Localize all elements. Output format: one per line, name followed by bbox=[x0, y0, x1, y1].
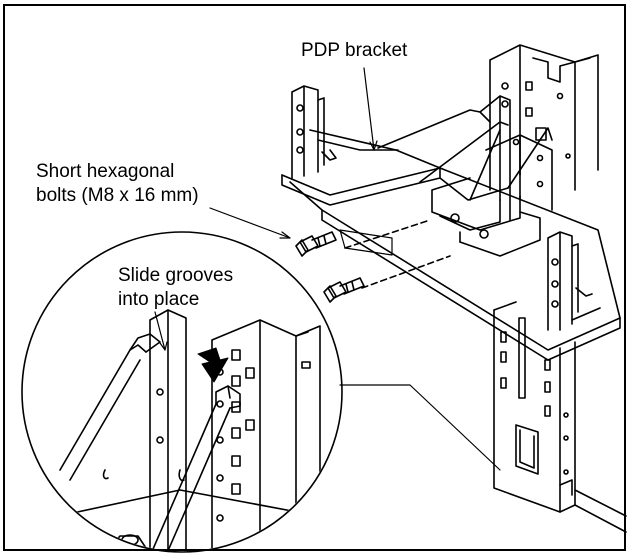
bolts-label: Short hexagonal bolts (M8 x 16 mm) bbox=[36, 160, 199, 208]
pdp-bracket bbox=[281, 85, 553, 257]
grooves-label-line2: into place bbox=[118, 289, 200, 310]
grooves-label-line1: Slide grooves bbox=[118, 265, 234, 286]
illustration-frame bbox=[3, 4, 626, 551]
bolts-label-line1: Short hexagonal bbox=[36, 161, 175, 182]
pdp-bracket-label: PDP bracket bbox=[301, 39, 407, 63]
bolts-label-line2: bolts (M8 x 16 mm) bbox=[36, 185, 199, 206]
pdp-bracket-text: PDP bracket bbox=[301, 40, 408, 61]
leader-lines bbox=[154, 67, 501, 471]
base-plate bbox=[289, 167, 621, 361]
detail-magnifier bbox=[21, 231, 343, 553]
hexagonal-bolt-upper bbox=[295, 231, 337, 257]
grooves-label: Slide grooves into place bbox=[118, 264, 233, 312]
stand-column bbox=[489, 44, 627, 533]
hexagonal-bolt-lower bbox=[323, 277, 365, 303]
